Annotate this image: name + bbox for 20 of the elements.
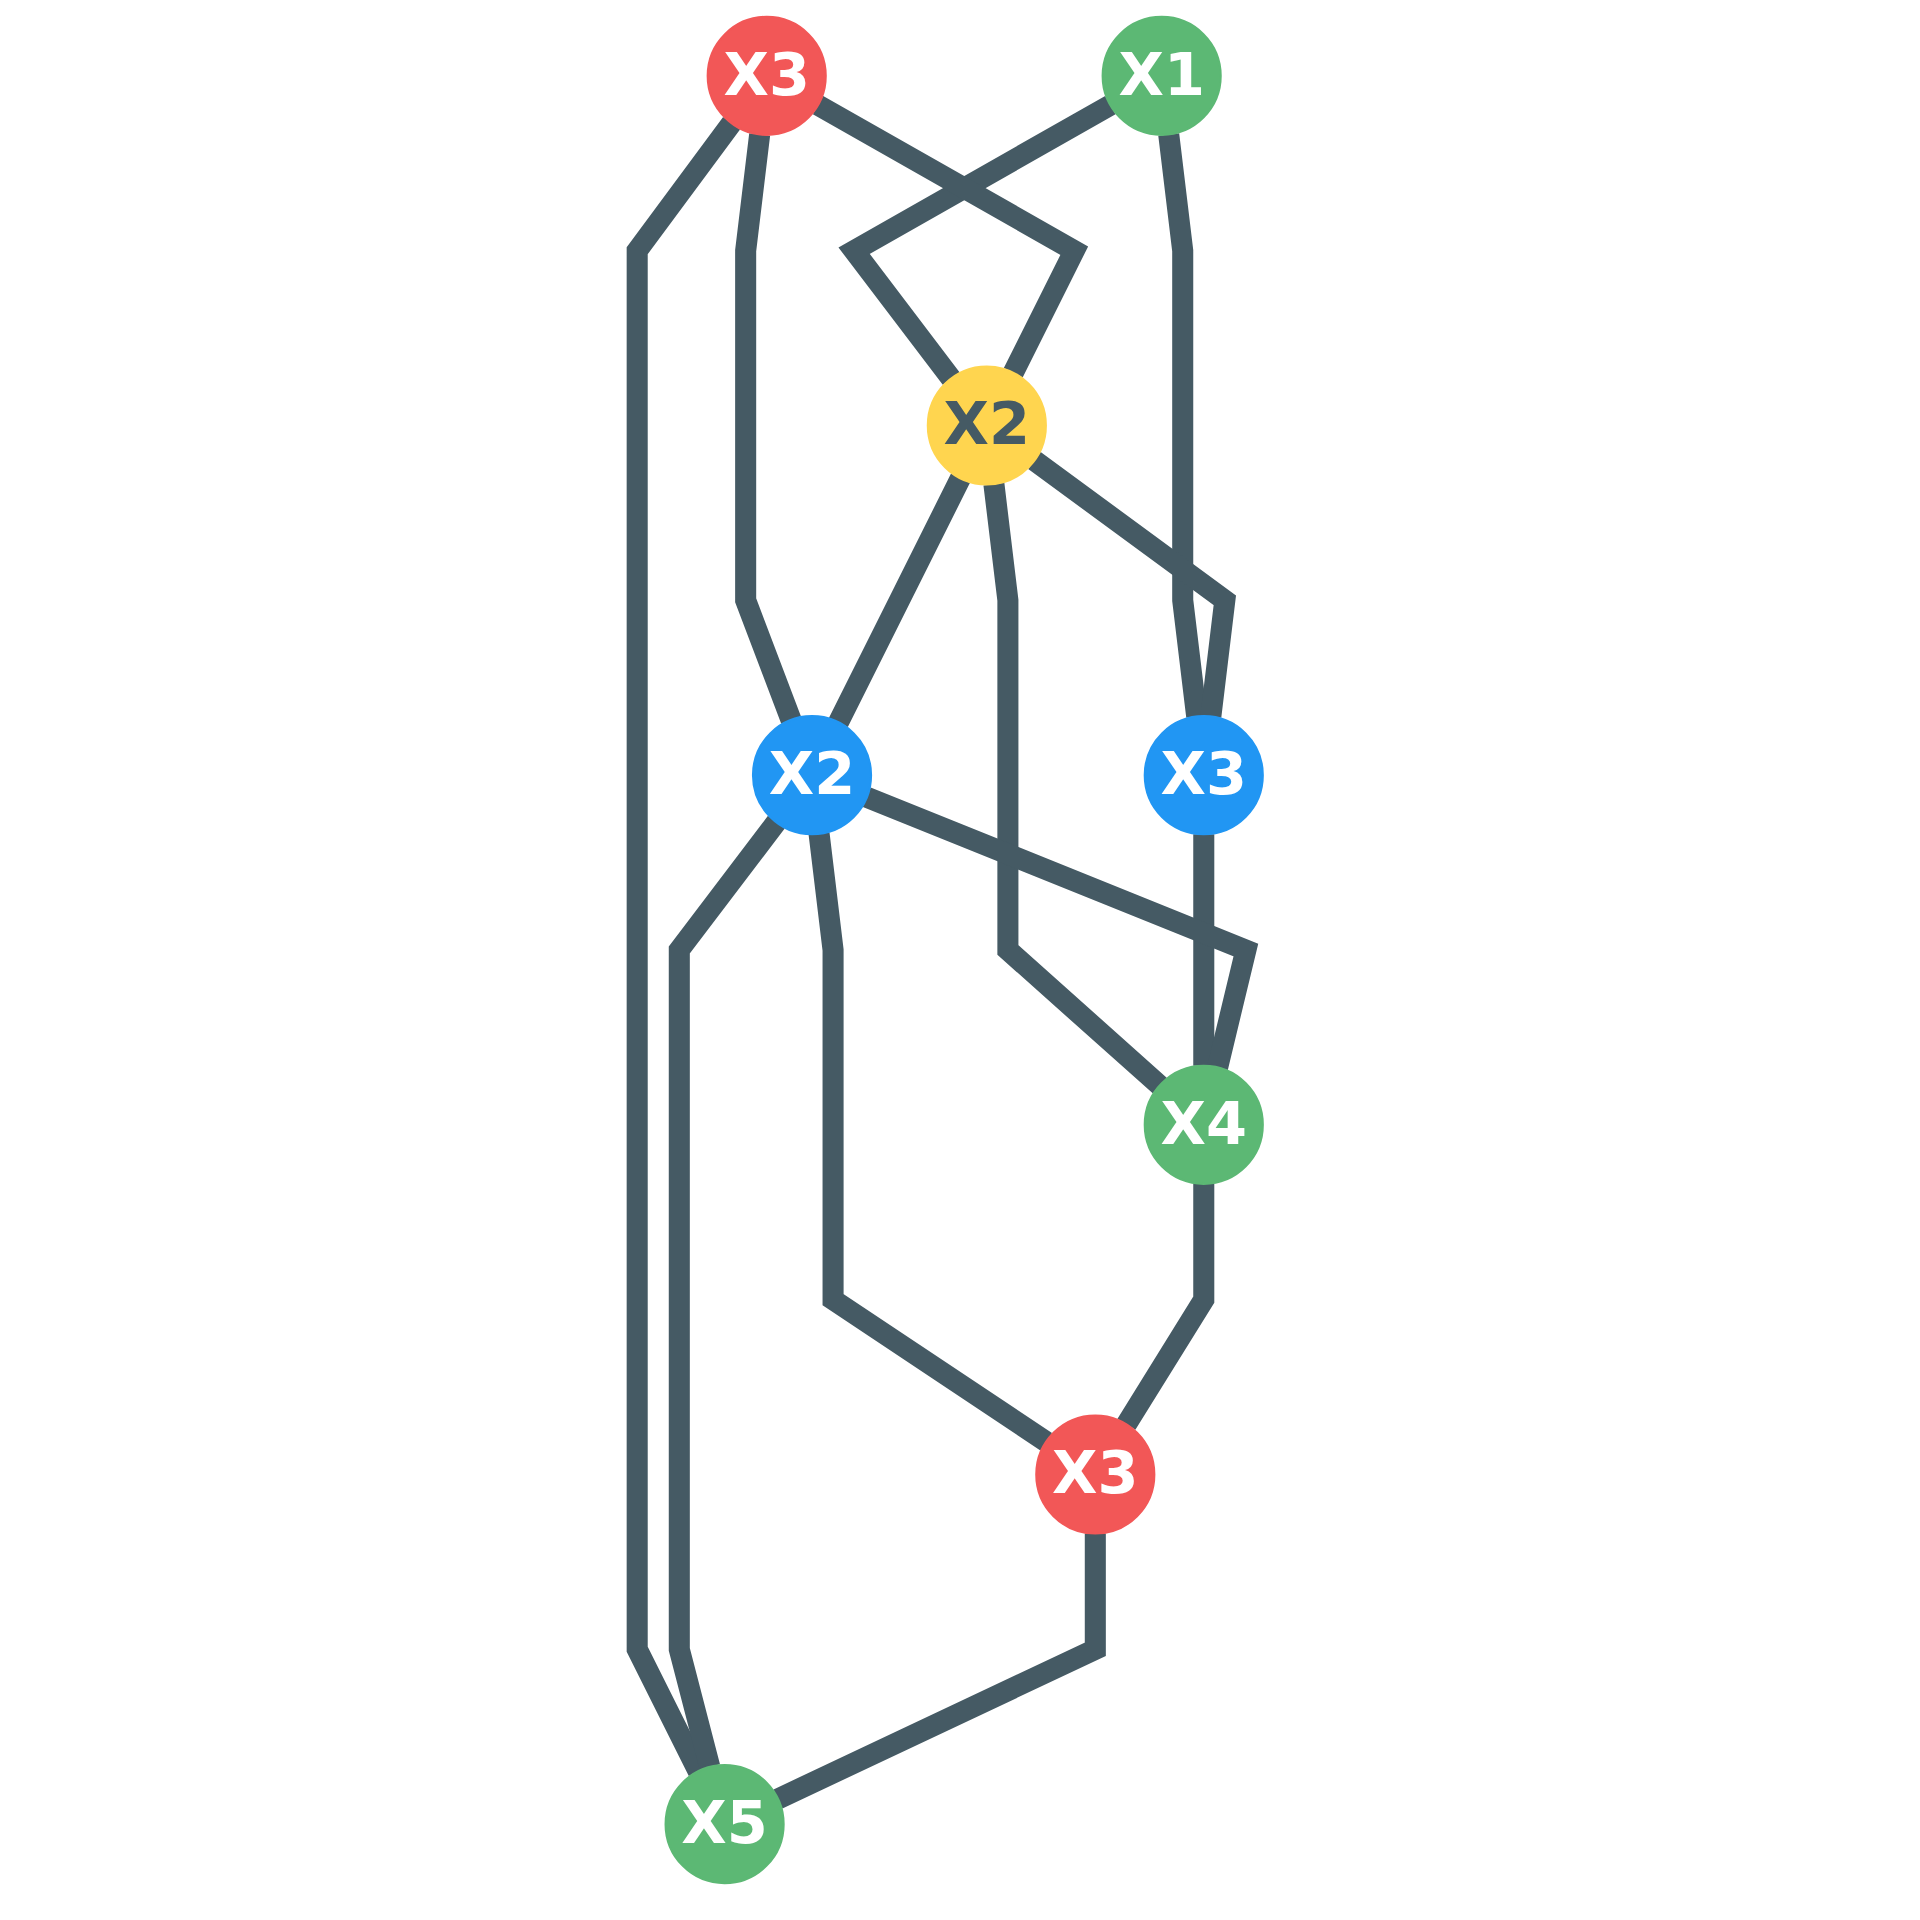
- node-circle: X2: [751, 715, 873, 836]
- connector: [1193, 834, 1215, 1066]
- connector: [626, 117, 741, 1777]
- connector: [862, 787, 1259, 1070]
- connector: [812, 95, 1089, 378]
- connector: [838, 95, 1116, 385]
- connector: [735, 133, 801, 724]
- node-circle: X2: [926, 365, 1047, 486]
- connector: [1117, 1183, 1215, 1430]
- connector: [983, 482, 1167, 1094]
- node-circle: X5: [664, 1764, 785, 1885]
- node-circle: X3: [1035, 1414, 1156, 1535]
- node-circle: X3: [706, 15, 827, 136]
- connector: [829, 473, 970, 728]
- connector: [773, 1533, 1106, 1809]
- node-circle: X1: [1101, 15, 1222, 136]
- connector: [808, 832, 1053, 1451]
- connector: [1028, 452, 1236, 718]
- node-circle: X4: [1143, 1064, 1264, 1185]
- node-circle: X3: [1143, 715, 1264, 836]
